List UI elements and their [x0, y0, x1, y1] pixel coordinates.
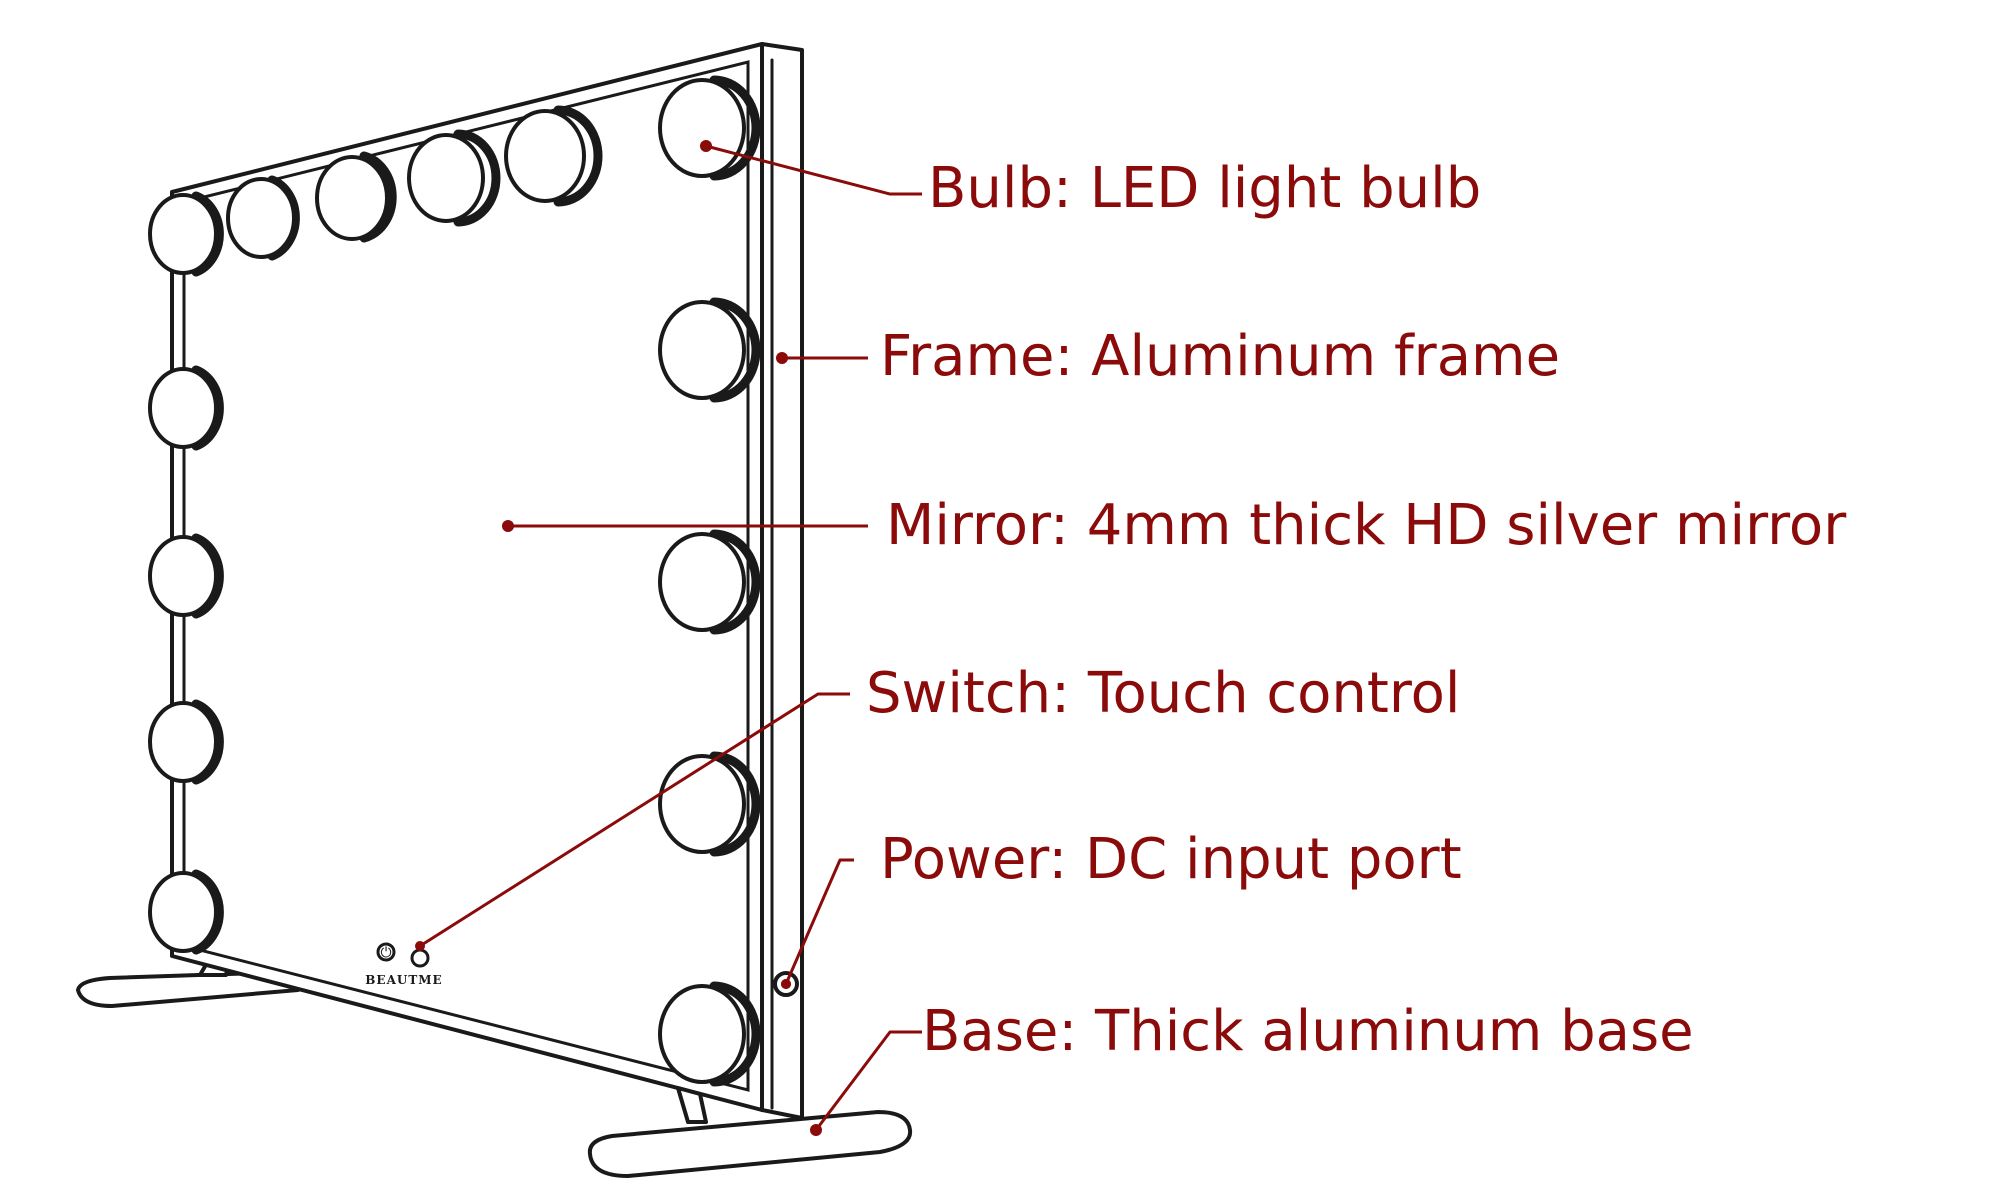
- dot-bulb: [700, 140, 712, 152]
- touch-switch: ⏻ BEAUTME: [365, 942, 442, 987]
- bulb-icon: [504, 105, 603, 207]
- callout-bulb: Bulb: LED light bulb: [928, 156, 1481, 221]
- dot-mirror: [502, 520, 514, 532]
- bulb-icon: [148, 869, 224, 955]
- bulb-icon: [148, 191, 224, 277]
- bulbs: [148, 75, 761, 1087]
- bulb-icon: [148, 533, 224, 619]
- leader-power: [784, 858, 854, 985]
- callout-base: Base: Thick aluminum base: [922, 999, 1694, 1064]
- brand-logo: BEAUTME: [365, 973, 442, 987]
- callout-mirror: Mirror: 4mm thick HD silver mirror: [886, 493, 1847, 558]
- bulb-icon: [407, 129, 501, 227]
- bulb-icon: [226, 175, 300, 261]
- callout-frame: Frame: Aluminum frame: [880, 324, 1560, 389]
- dot-switch: [415, 941, 425, 951]
- dot-frame: [776, 352, 788, 364]
- bulb-icon: [658, 981, 761, 1087]
- bulb-icon: [315, 151, 397, 243]
- callout-leaders: [415, 140, 922, 1136]
- callout-switch: Switch: Touch control: [866, 661, 1460, 726]
- dot-base: [810, 1124, 822, 1136]
- right-base: [587, 1086, 913, 1178]
- leader-base: [814, 1030, 922, 1131]
- power-symbol-icon: ⏻: [380, 945, 391, 961]
- bulb-icon: [658, 529, 761, 635]
- bulb-icon: [658, 75, 761, 181]
- bulb-icon: [148, 699, 224, 785]
- bulb-icon: [658, 751, 761, 857]
- bulb-icon: [658, 297, 761, 403]
- leader-bulb: [705, 144, 922, 196]
- callout-labels: Bulb: LED light bulb Frame: Aluminum fra…: [866, 156, 1847, 1064]
- callout-power: Power: DC input port: [880, 827, 1462, 892]
- dot-power: [781, 979, 791, 989]
- bulb-icon: [148, 365, 224, 451]
- leader-switch: [419, 692, 850, 948]
